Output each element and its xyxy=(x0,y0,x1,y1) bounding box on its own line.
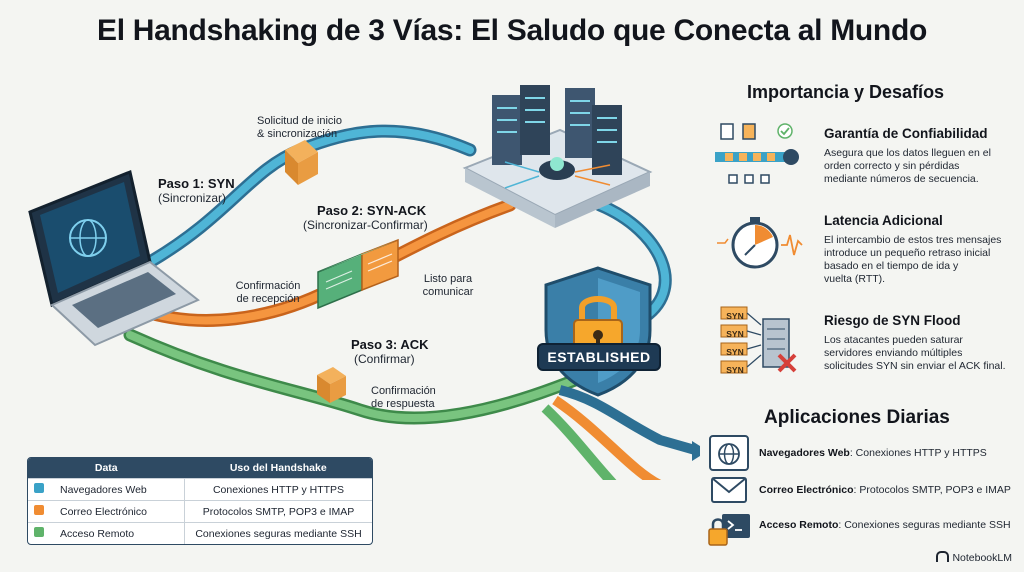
synack-packet-icon xyxy=(317,238,399,310)
shield-lock-icon xyxy=(544,266,652,397)
syn-packet-label: Solicitud de inicio & sincronización xyxy=(257,115,342,140)
step1-sub: (Sincronizar) xyxy=(158,191,227,205)
document-sequence-icon xyxy=(715,123,799,184)
color-swatch xyxy=(34,527,44,537)
page-title: El Handshaking de 3 Vías: El Saludo que … xyxy=(96,14,927,47)
app-arrow-web xyxy=(558,385,697,455)
importance-item: Latencia Adicional El intercambio de est… xyxy=(824,213,1024,286)
application-desc: : Protocolos SMTP, POP3 e IMAP xyxy=(853,484,1011,496)
data-table: Data Uso del Handshake Navegadores Web C… xyxy=(28,458,372,544)
stopwatch-icon xyxy=(717,217,803,269)
importance-item-heading: Riesgo de SYN Flood xyxy=(824,313,961,328)
importance-item-text: Asegura que los datos lleguen en el orde… xyxy=(824,147,991,185)
importance-item-heading: Garantía de Confiabilidad xyxy=(824,126,988,141)
syn-tags: SYN SYN SYN SYN xyxy=(723,307,747,379)
table-cell: Navegadores Web xyxy=(54,478,185,501)
envelope-icon xyxy=(711,477,747,503)
step3-heading: Paso 3: ACK xyxy=(351,337,429,352)
table-cell: Conexiones seguras mediante SSH xyxy=(184,522,372,544)
notebook-logo-icon xyxy=(936,551,950,562)
applications-title: Aplicaciones Diarias xyxy=(764,407,950,428)
table-cell: Acceso Remoto xyxy=(54,522,185,544)
step1-heading: Paso 1: SYN xyxy=(158,176,235,191)
table-row: Navegadores Web Conexiones HTTP y HTTPS xyxy=(28,478,372,501)
ack-packet-icon xyxy=(317,367,346,403)
syn-tag: SYN xyxy=(726,365,744,375)
application-row: Correo Electrónico: Protocolos SMTP, POP… xyxy=(759,484,1011,496)
table-cell: Correo Electrónico xyxy=(54,500,185,523)
syn-flood-icon xyxy=(720,306,797,374)
importance-item-text: Los atacantes pueden saturar servidores … xyxy=(824,334,1006,372)
table-row: Correo Electrónico Protocolos SMTP, POP3… xyxy=(28,500,372,523)
table-cell: Conexiones HTTP y HTTPS xyxy=(184,478,372,501)
table-row: Acceso Remoto Conexiones seguras mediant… xyxy=(28,522,372,544)
step3-sub: (Confirmar) xyxy=(354,352,415,366)
syn-tag: SYN xyxy=(726,329,744,339)
step2-sub: (Sincronizar-Confirmar) xyxy=(303,218,428,232)
application-desc: : Conexiones HTTP y HTTPS xyxy=(849,447,987,459)
syn-packet-icon xyxy=(285,140,318,185)
application-name: Navegadores Web xyxy=(759,447,850,459)
table-cell: Protocolos SMTP, POP3 e IMAP xyxy=(184,500,372,523)
application-name: Acceso Remoto xyxy=(759,519,839,531)
established-badge xyxy=(537,343,661,371)
data-table-container: Data Uso del Handshake Navegadores Web C… xyxy=(27,457,373,545)
table-header-row: Data Uso del Handshake xyxy=(28,458,372,479)
laptop-icon xyxy=(28,169,200,347)
table-header: Data xyxy=(28,458,185,479)
importance-item: Garantía de Confiabilidad Asegura que lo… xyxy=(824,126,1024,186)
color-swatch xyxy=(34,505,44,515)
application-icons xyxy=(708,435,750,546)
importance-item-heading: Latencia Adicional xyxy=(824,213,943,228)
table-header: Uso del Handshake xyxy=(184,458,372,479)
application-desc: : Conexiones seguras mediante SSH xyxy=(838,519,1011,531)
handshake-diagram xyxy=(28,85,700,480)
brand-mark: NotebookLM xyxy=(936,551,1012,564)
application-name: Correo Electrónico xyxy=(759,484,854,496)
application-row: Navegadores Web: Conexiones HTTP y HTTPS xyxy=(759,447,987,459)
established-label: ESTABLISHED xyxy=(547,349,651,365)
importance-icons xyxy=(715,123,803,374)
syn-tag: SYN xyxy=(726,311,744,321)
lock-terminal-icon xyxy=(708,514,750,546)
step2-left-label: Confirmación de recepción xyxy=(235,280,301,305)
globe-icon xyxy=(709,435,749,471)
app-arrow-mail xyxy=(552,395,662,480)
step3-label: Confirmación de respuesta xyxy=(371,385,436,410)
brand-label: NotebookLM xyxy=(952,552,1012,564)
syn-tag: SYN xyxy=(726,347,744,357)
importance-item-text: El intercambio de estos tres mensajes in… xyxy=(824,234,1002,285)
step2-right-label: Listo para comunicar xyxy=(422,273,474,298)
importance-title: Importancia y Desafíos xyxy=(747,82,945,102)
step2-heading: Paso 2: SYN-ACK xyxy=(317,203,427,218)
importance-item: Riesgo de SYN Flood Los atacantes pueden… xyxy=(824,313,1024,373)
color-swatch xyxy=(34,483,44,493)
application-row: Acceso Remoto: Conexiones seguras median… xyxy=(759,519,1011,531)
server-icon xyxy=(462,85,653,228)
app-arrow-ssh xyxy=(541,404,617,480)
